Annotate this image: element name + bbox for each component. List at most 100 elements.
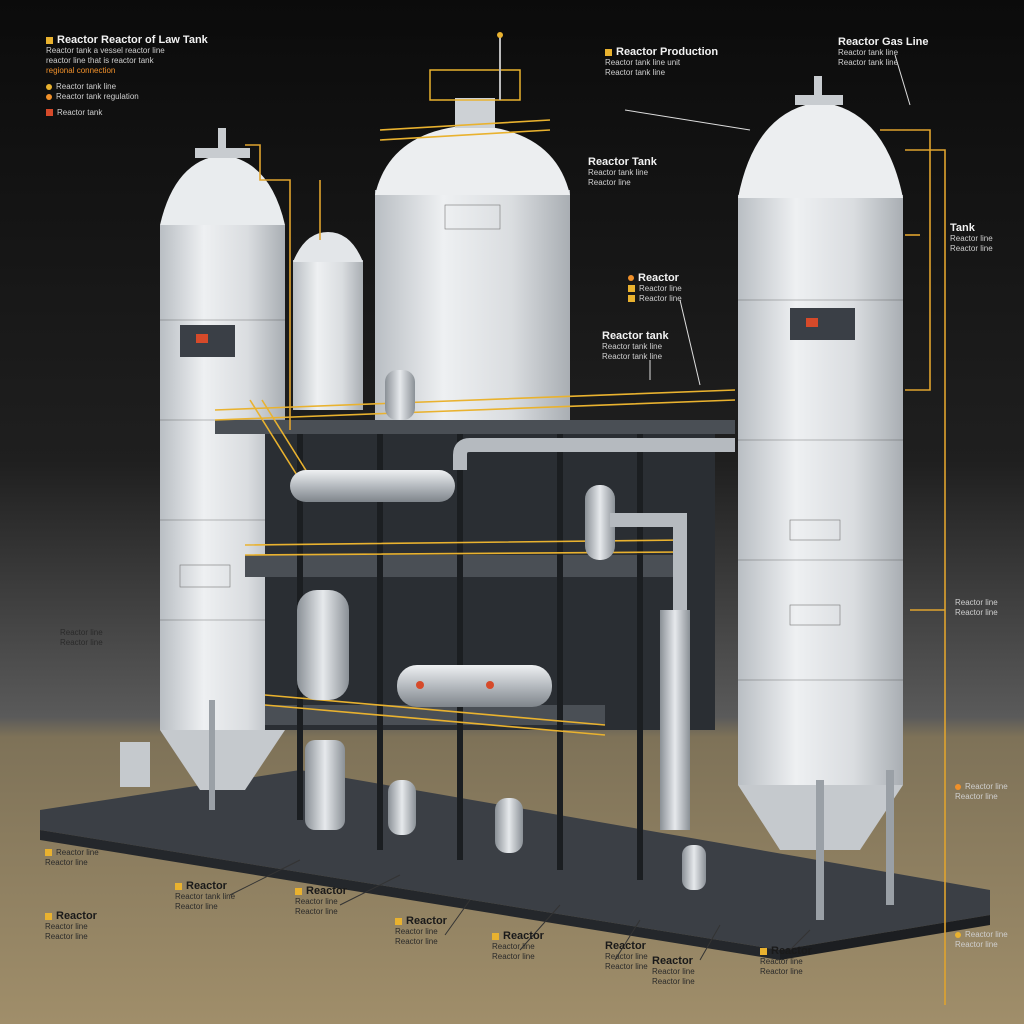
label-right-side-2: Reactor line Reactor line (955, 782, 1008, 802)
label-top-left-item-2: Reactor tank regulation (56, 92, 139, 101)
label-right-side-3: Reactor line Reactor line (955, 930, 1008, 950)
label-mid-legend-line-2: Reactor line (639, 294, 682, 303)
label-right-mid-line-2: Reactor line (950, 244, 993, 253)
label-mid-lower-title: Reactor tank (602, 330, 669, 342)
label-top-left-line-3: regional connection (46, 66, 116, 75)
left-silo (160, 128, 285, 790)
label-top-right-line-2: Reactor tank line (838, 58, 899, 67)
label-bottom-4: Reactor Reactor line Reactor line (395, 915, 447, 947)
legend-swatch-icon (395, 917, 402, 925)
label-top-right-title: Reactor Gas Line (838, 36, 929, 48)
label-bottom-3-line-2: Reactor line (295, 907, 338, 916)
label-bottom-6-line-1: Reactor line (605, 952, 648, 961)
label-bottom-1: Reactor Reactor line Reactor line (45, 910, 97, 942)
legend-swatch-icon (46, 36, 53, 44)
label-bottom-2-line-2: Reactor line (175, 902, 218, 911)
label-right-side-1-line-2: Reactor line (955, 608, 998, 617)
label-bottom-7-line-2: Reactor line (652, 977, 695, 986)
label-bottom-2: Reactor Reactor tank line Reactor line (175, 880, 235, 912)
label-right-mid-line-1: Reactor line (950, 234, 993, 243)
label-bottom-7-title: Reactor (652, 955, 693, 967)
label-left-side-2-line-2: Reactor line (45, 858, 88, 867)
label-right-side-2-line-2: Reactor line (955, 792, 998, 801)
label-right-mid-title: Tank (950, 222, 975, 234)
label-bottom-1-line-2: Reactor line (45, 932, 88, 941)
legend-swatch-icon (628, 295, 635, 303)
label-bottom-1-line-1: Reactor line (45, 922, 88, 931)
label-bottom-2-line-1: Reactor tank line (175, 892, 236, 901)
label-bottom-6-line-2: Reactor line (605, 962, 648, 971)
label-top-left: Reactor Reactor of Law Tank Reactor tank… (46, 34, 346, 118)
label-right-side-2-line-1: Reactor line (965, 782, 1008, 791)
pipes (120, 370, 735, 890)
railings (214, 119, 736, 736)
label-right-mid: Tank Reactor line Reactor line (950, 222, 993, 254)
legend-swatch-icon (175, 882, 182, 890)
legend-swatch-icon (628, 285, 635, 293)
label-mid-center-line-1: Reactor tank line (588, 168, 649, 177)
label-top-right: Reactor Gas Line Reactor tank line React… (838, 36, 928, 68)
label-right-side-3-line-1: Reactor line (965, 930, 1008, 939)
label-top-left-title: Reactor Reactor of Law Tank (57, 34, 208, 46)
label-right-side-3-line-2: Reactor line (955, 940, 998, 949)
label-bottom-4-line-2: Reactor line (395, 937, 438, 946)
label-bottom-3-title: Reactor (306, 885, 347, 897)
label-top-left-line-2: reactor line that is reactor tank (46, 56, 154, 65)
bullet-icon (628, 275, 634, 282)
label-bottom-8-line-1: Reactor line (760, 957, 803, 966)
legend-swatch-icon (46, 109, 53, 117)
label-top-left-line-1: Reactor tank a vessel reactor line (46, 46, 165, 55)
label-bottom-5-title: Reactor (503, 930, 544, 942)
label-top-center-title: Reactor Production (616, 46, 719, 58)
label-right-side-1: Reactor line Reactor line (955, 598, 998, 618)
label-bottom-3: Reactor Reactor line Reactor line (295, 885, 347, 917)
label-left-side-1: Reactor line Reactor line (60, 628, 103, 648)
label-bottom-2-title: Reactor (186, 880, 227, 892)
label-mid-center: Reactor Tank Reactor tank line Reactor l… (588, 156, 657, 188)
label-mid-lower-line-1: Reactor tank line (602, 342, 663, 351)
bullet-icon (46, 93, 52, 100)
legend-swatch-icon (492, 932, 499, 940)
bullet-icon (46, 83, 52, 90)
legend-swatch-icon (605, 48, 612, 56)
legend-swatch-icon (760, 947, 767, 955)
label-top-center-line-1: Reactor tank line unit (605, 58, 681, 67)
label-mid-lower-line-2: Reactor tank line (602, 352, 663, 361)
label-mid-legend: Reactor Reactor line Reactor line (628, 272, 682, 304)
label-bottom-3-line-1: Reactor line (295, 897, 338, 906)
label-bottom-5: Reactor Reactor line Reactor line (492, 930, 544, 962)
label-mid-center-title: Reactor Tank (588, 156, 657, 168)
label-top-left-item-1: Reactor tank line (56, 82, 117, 91)
label-top-center: Reactor Production Reactor tank line uni… (605, 46, 718, 78)
label-mid-legend-line-1: Reactor line (639, 284, 682, 293)
label-left-side-1-line-1: Reactor line (60, 628, 103, 637)
callout-lines (229, 54, 946, 1005)
label-bottom-7: Reactor Reactor line Reactor line (652, 955, 695, 987)
legend-swatch-icon (295, 887, 302, 895)
label-bottom-8: Reactor Reactor line Reactor line (760, 945, 812, 977)
label-bottom-8-title: Reactor (771, 945, 812, 957)
label-bottom-4-line-1: Reactor line (395, 927, 438, 936)
label-left-side-1-line-2: Reactor line (60, 638, 103, 647)
label-mid-lower: Reactor tank Reactor tank line Reactor t… (602, 330, 669, 362)
right-silo (738, 76, 903, 850)
label-mid-center-line-2: Reactor line (588, 178, 631, 187)
label-top-left-item-3: Reactor tank (57, 108, 103, 117)
label-right-side-1-line-1: Reactor line (955, 598, 998, 607)
small-tank (293, 232, 363, 410)
label-bottom-7-line-1: Reactor line (652, 967, 695, 976)
label-left-side-2: Reactor line Reactor line (45, 848, 99, 868)
label-bottom-5-line-1: Reactor line (492, 942, 535, 951)
legend-swatch-icon (45, 849, 52, 857)
label-mid-legend-title: Reactor (638, 272, 679, 284)
label-bottom-1-title: Reactor (56, 910, 97, 922)
label-left-side-2-line-1: Reactor line (56, 848, 99, 857)
label-bottom-6-title: Reactor (605, 940, 646, 952)
label-bottom-4-title: Reactor (406, 915, 447, 927)
label-top-right-line-1: Reactor tank line (838, 48, 899, 57)
label-bottom-6: Reactor Reactor line Reactor line (605, 940, 648, 972)
bullet-icon (955, 783, 961, 790)
label-bottom-5-line-2: Reactor line (492, 952, 535, 961)
label-top-center-line-2: Reactor tank line (605, 68, 666, 77)
